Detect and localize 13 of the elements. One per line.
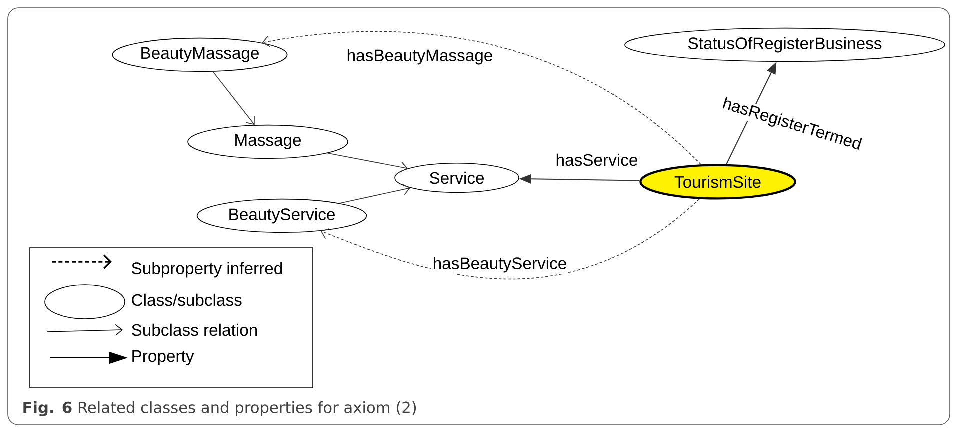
legend-text: Subproperty inferred: [132, 262, 282, 278]
dashed-arrow: [320, 198, 700, 280]
edge-label: hasService: [554, 152, 640, 168]
edge-label: hasBeautyService: [432, 256, 568, 274]
arrow: [327, 153, 408, 173]
legend-text: Property: [132, 350, 194, 366]
legend-text: Subclass relation: [132, 324, 258, 336]
arrow: [212, 71, 255, 126]
caption: Fig. 6 Related classes and properties for axiom (2): [24, 402, 416, 416]
legend-text: Class/subclass: [132, 294, 242, 306]
dashed-arrow: [262, 31, 702, 166]
edge-label: hasBeautyMassage: [345, 48, 495, 66]
arrow: [339, 184, 411, 204]
